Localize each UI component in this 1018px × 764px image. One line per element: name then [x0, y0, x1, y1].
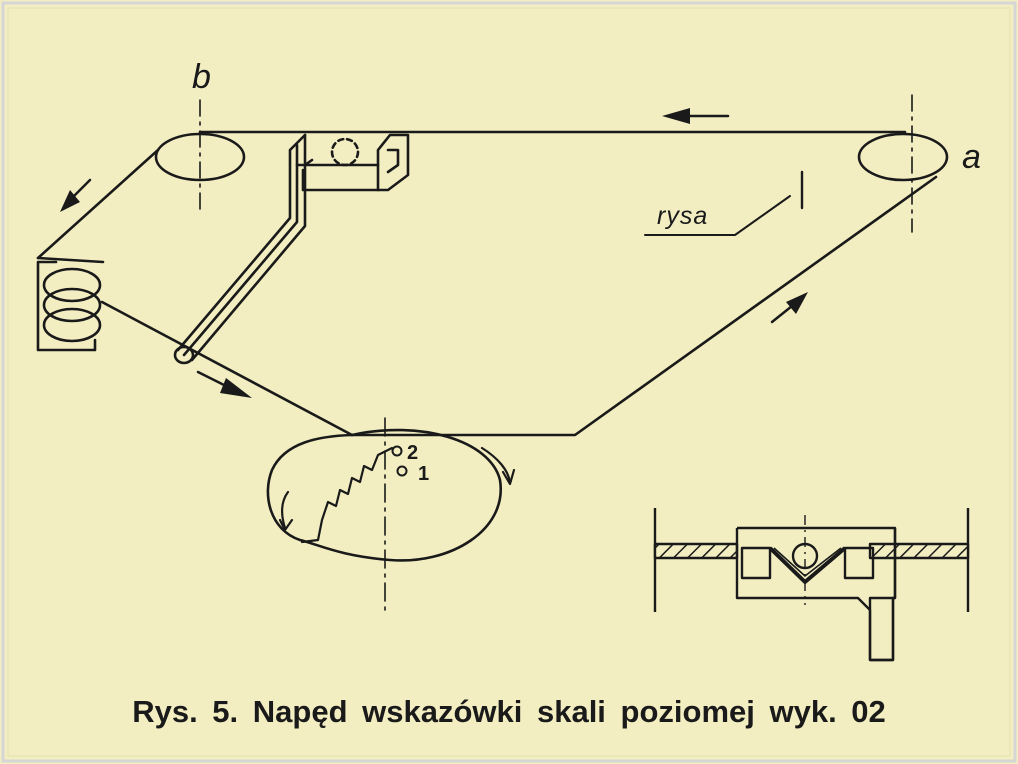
drum-hole-2 — [391, 445, 403, 457]
pulley-a — [857, 132, 949, 182]
tension-spring — [36, 260, 102, 352]
arrow-top-left — [662, 108, 730, 124]
label-rysa: rysa — [657, 202, 709, 230]
arrow-left-down-head — [60, 190, 80, 212]
label-position-1: 1 — [418, 463, 430, 485]
pointer-arm-middle — [182, 143, 299, 357]
inset-clamp-body — [735, 528, 897, 662]
cord-right-lower — [350, 175, 938, 437]
drum-arrow-right-head — [501, 468, 516, 486]
pointer-carriage — [295, 133, 410, 192]
arrow-lower-left-head — [220, 378, 252, 398]
frame-inner-border — [7, 7, 1011, 757]
arrow-lower-left — [196, 370, 252, 398]
drum-spring — [300, 446, 394, 544]
spring-body — [36, 260, 97, 352]
pointer-arm-eye — [173, 345, 195, 365]
cord-spring-top — [36, 256, 105, 264]
drum-hole-1 — [396, 465, 408, 477]
arrow-top-left-head — [662, 108, 690, 124]
inset-left-block — [740, 546, 772, 580]
inset-right-block — [843, 546, 875, 580]
carriage-right-slot — [386, 148, 400, 174]
cord-to-drum — [100, 300, 354, 437]
drum-arrow-right — [480, 446, 512, 484]
drive-drum — [266, 428, 503, 562]
label-pulley-b: b — [192, 58, 211, 96]
arrow-left-down-shaft — [70, 178, 92, 200]
carriage-body — [295, 163, 380, 192]
inset-rail-right — [868, 542, 970, 560]
spring-loop-3 — [42, 307, 102, 343]
pointer-arm-inner — [190, 158, 314, 362]
label-pulley-a: a — [962, 138, 981, 176]
label-position-2: 2 — [407, 442, 419, 464]
arrow-lower-left-shaft — [196, 370, 230, 389]
drum-arrow-left — [281, 490, 290, 530]
figure-caption: Rys. 5. Napęd wskazówki skali poziomej w… — [132, 694, 886, 729]
rysa-leader — [644, 195, 791, 236]
arrow-left-down — [60, 178, 92, 212]
cord-left — [36, 148, 160, 260]
spring-loop-1 — [42, 267, 102, 303]
arrow-right-up-shaft — [770, 304, 794, 324]
pointer-arm — [173, 133, 314, 365]
pointer-arm-outer — [176, 133, 307, 352]
spring-loop-2 — [42, 287, 102, 323]
inset-rail-left — [653, 542, 739, 560]
carriage-right-clamp — [376, 133, 410, 192]
arrow-right-up-head — [786, 292, 808, 314]
carriage-ball — [330, 137, 360, 167]
arrow-right-up — [770, 292, 808, 324]
drum-arrow-left-head — [278, 518, 294, 532]
inset-detail — [653, 508, 970, 662]
